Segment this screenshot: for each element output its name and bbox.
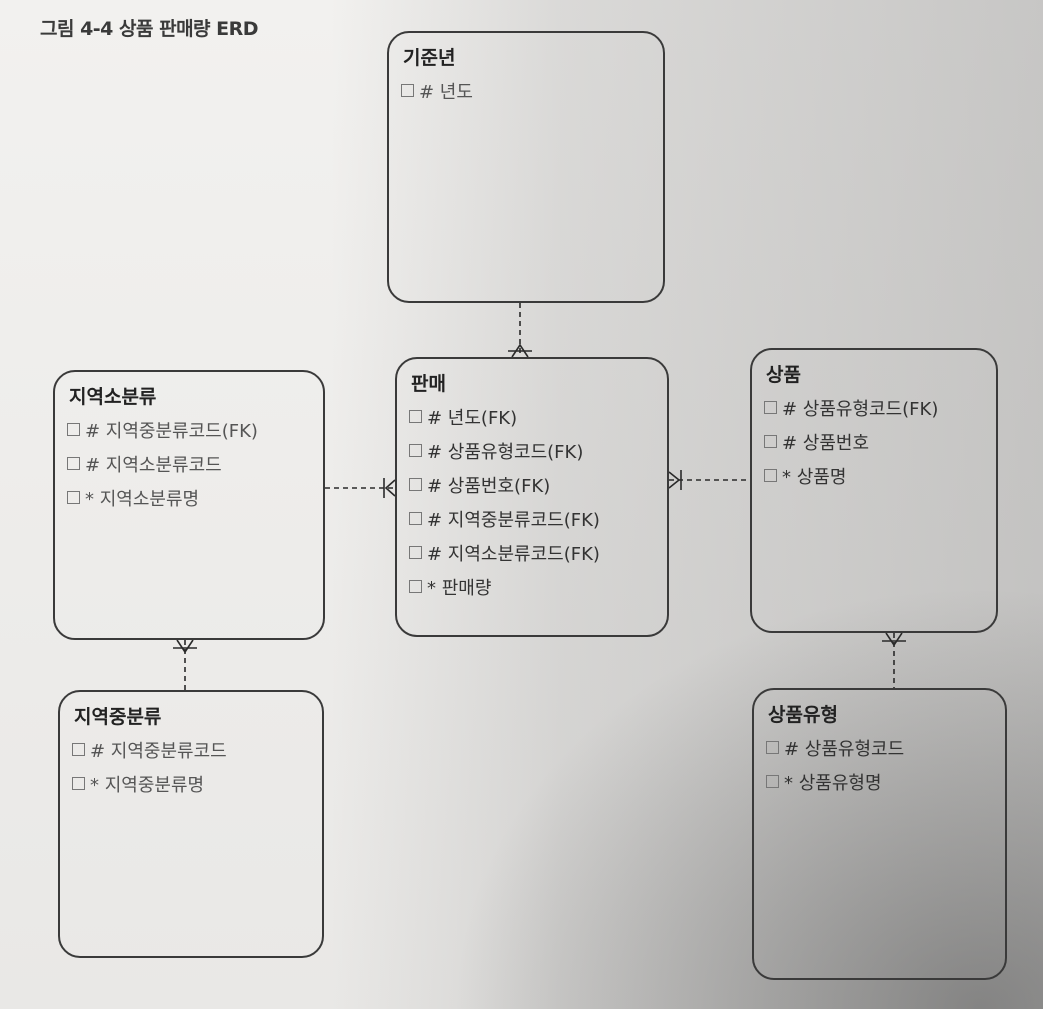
checkbox-icon [766,775,779,788]
attribute-row: # 년도 [401,76,651,110]
attribute-label: * 지역중분류명 [90,775,205,796]
attribute-label: # 지역중분류코드(FK) [85,421,258,442]
attribute-row: # 지역중분류코드(FK) [409,504,655,538]
checkbox-icon [72,743,85,756]
attribute-label: # 지역중분류코드 [90,741,227,762]
attribute-row: # 지역소분류코드 [67,449,311,483]
attribute-label: * 상품유형명 [784,773,882,794]
checkbox-icon [409,444,422,457]
attribute-label: # 지역소분류코드(FK) [427,544,600,565]
entity-product: 상품 # 상품유형코드(FK) # 상품번호 * 상품명 [750,348,998,633]
attribute-label: * 상품명 [782,467,847,488]
checkbox-icon [766,741,779,754]
entity-region-small: 지역소분류 # 지역중분류코드(FK) # 지역소분류코드 * 지역소분류명 [53,370,325,640]
checkbox-icon [409,410,422,423]
attribute-row: # 년도(FK) [409,402,655,436]
entity-name: 지역중분류 [74,706,162,728]
checkbox-icon [401,84,414,97]
attribute-label: # 지역소분류코드 [85,455,222,476]
entity-name: 판매 [411,373,446,395]
checkbox-icon [67,457,80,470]
attribute-label: # 상품유형코드 [784,739,905,760]
checkbox-icon [764,469,777,482]
attribute-row: * 지역중분류명 [72,769,310,803]
checkbox-icon [764,401,777,414]
attribute-row: # 지역소분류코드(FK) [409,538,655,572]
attribute-label: # 상품번호 [782,433,870,454]
checkbox-icon [67,491,80,504]
crowsfoot-regionsmall-bottom-fork [176,639,194,654]
attribute-label: # 년도 [419,82,473,103]
checkbox-icon [409,478,422,491]
entity-name: 상품 [766,364,801,386]
entity-base-year: 기준년 # 년도 [387,31,665,303]
attribute-label: * 지역소분류명 [85,489,200,510]
attribute-label: # 상품유형코드(FK) [782,399,939,420]
attribute-row: # 상품번호 [764,427,984,461]
checkbox-icon [67,423,80,436]
checkbox-icon [409,546,422,559]
attribute-label: # 상품유형코드(FK) [427,442,584,463]
attribute-row: * 상품유형명 [766,767,993,801]
checkbox-icon [764,435,777,448]
figure-title: 그림 4-4 상품 판매량 ERD [40,18,259,40]
entity-product-type: 상품유형 # 상품유형코드 * 상품유형명 [752,688,1007,980]
entity-name: 기준년 [403,47,456,69]
attribute-label: * 판매량 [427,578,492,599]
attribute-row: # 지역중분류코드(FK) [67,415,311,449]
attribute-row: * 판매량 [409,572,655,606]
crowsfoot-sales-left-fork [384,479,396,497]
attribute-label: # 지역중분류코드(FK) [427,510,600,531]
entity-region-mid: 지역중분류 # 지역중분류코드 * 지역중분류명 [58,690,324,958]
attribute-row: # 상품번호(FK) [409,470,655,504]
attribute-row: # 상품유형코드(FK) [409,436,655,470]
attribute-label: # 상품번호(FK) [427,476,551,497]
checkbox-icon [409,512,422,525]
attribute-row: # 상품유형코드(FK) [764,393,984,427]
entity-name: 지역소분류 [69,386,157,408]
crowsfoot-sales-right-fork [668,471,681,489]
attribute-row: # 지역중분류코드 [72,735,310,769]
crowsfoot-product-bottom-fork [885,632,903,647]
checkbox-icon [409,580,422,593]
crowsfoot-sales-top-fork [511,343,529,358]
attribute-label: # 년도(FK) [427,408,518,429]
attribute-row: * 상품명 [764,461,984,495]
entity-sales: 판매 # 년도(FK) # 상품유형코드(FK) # 상품번호(FK) # 지역… [395,357,669,637]
entity-name: 상품유형 [768,704,838,726]
attribute-row: # 상품유형코드 [766,733,993,767]
checkbox-icon [72,777,85,790]
attribute-row: * 지역소분류명 [67,483,311,517]
